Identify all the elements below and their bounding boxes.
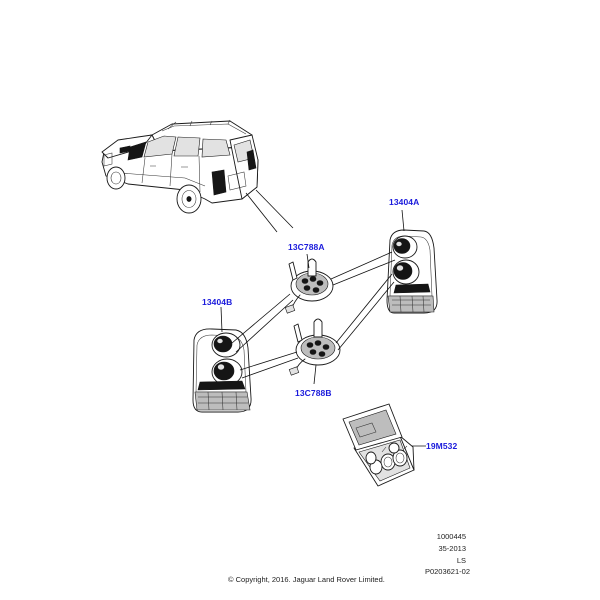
part-label-13c788a[interactable]: 13C788A <box>288 242 325 252</box>
illustration-id: P0203621-02 <box>424 567 470 576</box>
reference-number: 1000445 <box>436 532 466 541</box>
vehicle-illustration <box>101 119 259 214</box>
part-label-13c788b[interactable]: 13C788B <box>295 388 332 398</box>
date-code: 35-2013 <box>438 544 466 553</box>
assembly-leader-lines <box>220 209 426 447</box>
vehicle-leader-lines <box>245 189 294 233</box>
bulb-holder-upper-illustration <box>284 258 334 314</box>
part-label-19m532[interactable]: 19M532 <box>426 441 458 451</box>
region-code: LS <box>456 556 466 565</box>
copyright-notice: © Copyright, 2016. Jaguar Land Rover Lim… <box>228 575 385 584</box>
rear-lamp-rh-illustration <box>386 229 438 314</box>
part-label-13404a[interactable]: 13404A <box>389 197 420 207</box>
rear-lamp-lh-illustration <box>192 328 252 413</box>
bulb-holder-lower-illustration <box>288 318 341 376</box>
bulb-kit-illustration <box>342 403 415 487</box>
part-label-13404b[interactable]: 13404B <box>202 297 233 307</box>
